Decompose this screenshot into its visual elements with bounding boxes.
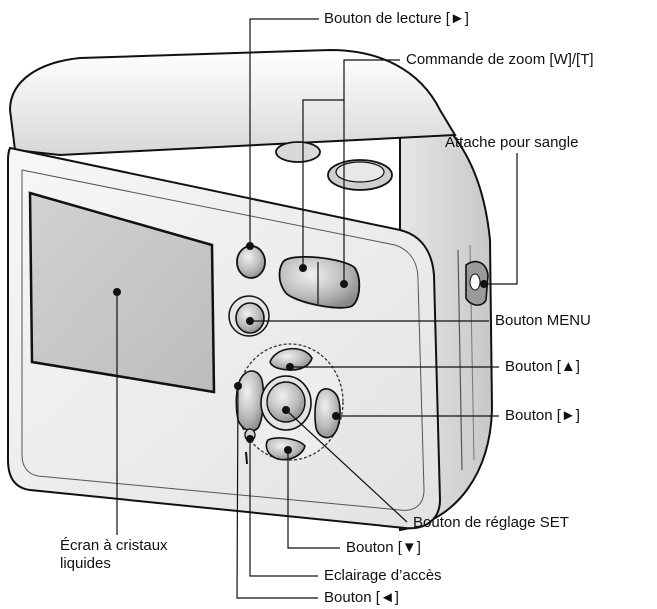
label-up-button: Bouton [▲] (505, 358, 580, 375)
leader-dots (113, 242, 488, 454)
label-playback-button: Bouton de lecture [►] (324, 10, 469, 27)
label-right-button: Bouton [►] (505, 407, 580, 424)
menu-button[interactable] (228, 295, 270, 337)
set-button[interactable] (260, 375, 312, 431)
right-button[interactable] (314, 388, 341, 439)
label-lcd-line2: liquides (60, 555, 111, 572)
label-zoom-lever: Commande de zoom [W]/[T] (406, 51, 594, 68)
label-lcd-line1: Écran à cristaux (60, 537, 168, 554)
label-access-lamp: Eclairage d’accès (324, 567, 442, 584)
playback-button[interactable] (236, 245, 266, 279)
left-button[interactable] (235, 370, 265, 432)
label-set-button: Bouton de réglage SET (413, 514, 569, 531)
lcd-screen (28, 191, 216, 394)
label-lcd-screen: Écran à cristaux liquides (60, 537, 168, 573)
label-down-button: Bouton [▼] (346, 539, 421, 556)
label-strap-holder: Attache pour sangle (445, 134, 579, 151)
label-menu-button: Bouton MENU (495, 312, 591, 329)
label-left-button: Bouton [◄] (324, 589, 399, 606)
leader-lines (116, 18, 518, 599)
